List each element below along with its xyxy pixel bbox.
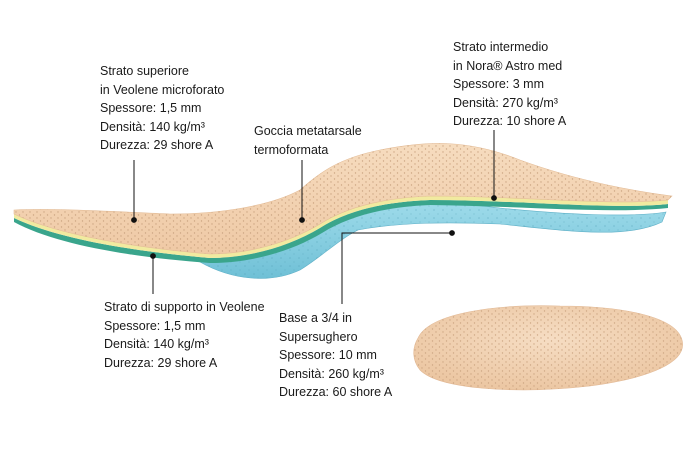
label-goccia: Goccia metatarsale termoformata bbox=[254, 122, 362, 159]
leader-base-dot bbox=[449, 230, 455, 236]
goccia-line2: termoformata bbox=[254, 142, 329, 157]
base-spessore: Spessore: 10 mm bbox=[279, 348, 377, 362]
support-title: Strato di supporto in Veolene bbox=[104, 300, 265, 314]
base-densita: Densità: 260 kg/m³ bbox=[279, 366, 384, 381]
support-densita: Densità: 140 kg/m³ bbox=[104, 337, 209, 351]
leader-base bbox=[341, 232, 452, 304]
leader-lines bbox=[131, 130, 497, 304]
top-layer-title1: Strato superiore bbox=[100, 64, 189, 78]
goccia-line1: Goccia metatarsale bbox=[254, 124, 362, 138]
top-layer bbox=[13, 143, 673, 255]
top-layer-densita: Densità: 140 kg/m³ bbox=[100, 119, 205, 134]
support-durezza: Durezza: 29 shore A bbox=[104, 355, 218, 370]
mid-layer-title1: Strato intermedio bbox=[453, 40, 549, 54]
leader-goccia-dot bbox=[299, 217, 305, 223]
leader-mid-dot bbox=[491, 195, 497, 201]
label-base-layer: Base a 3/4 in Supersughero Spessore: 10 … bbox=[279, 309, 392, 402]
top-layer-durezza: Durezza: 29 shore A bbox=[100, 138, 214, 152]
leader-top-dot bbox=[131, 217, 137, 223]
base-title1: Base a 3/4 in bbox=[279, 311, 352, 325]
mid-layer-spessore: Spessore: 3 mm bbox=[453, 77, 545, 91]
mid-layer-durezza: Durezza: 10 shore A bbox=[453, 114, 567, 128]
label-top-layer: Strato superiore in Veolene microforato … bbox=[100, 62, 224, 155]
top-layer-title2: in Veolene microforato bbox=[100, 82, 225, 97]
top-layer-spessore: Spessore: 1,5 mm bbox=[100, 101, 202, 115]
support-layer bbox=[14, 200, 668, 263]
base-title2: Supersughero bbox=[279, 329, 358, 344]
mid-layer-densita: Densità: 270 kg/m³ bbox=[453, 95, 558, 110]
mid-layer-title2: in Nora® Astro med bbox=[453, 58, 563, 73]
insole-top-view bbox=[413, 305, 683, 391]
support-spessore: Spessore: 1,5 mm bbox=[104, 318, 206, 333]
leader-support-dot bbox=[150, 253, 156, 259]
base-durezza: Durezza: 60 shore A bbox=[279, 385, 393, 399]
label-middle-layer: Strato intermedio in Nora® Astro med Spe… bbox=[453, 38, 566, 131]
label-support-layer: Strato di supporto in Veolene Spessore: … bbox=[104, 298, 265, 372]
